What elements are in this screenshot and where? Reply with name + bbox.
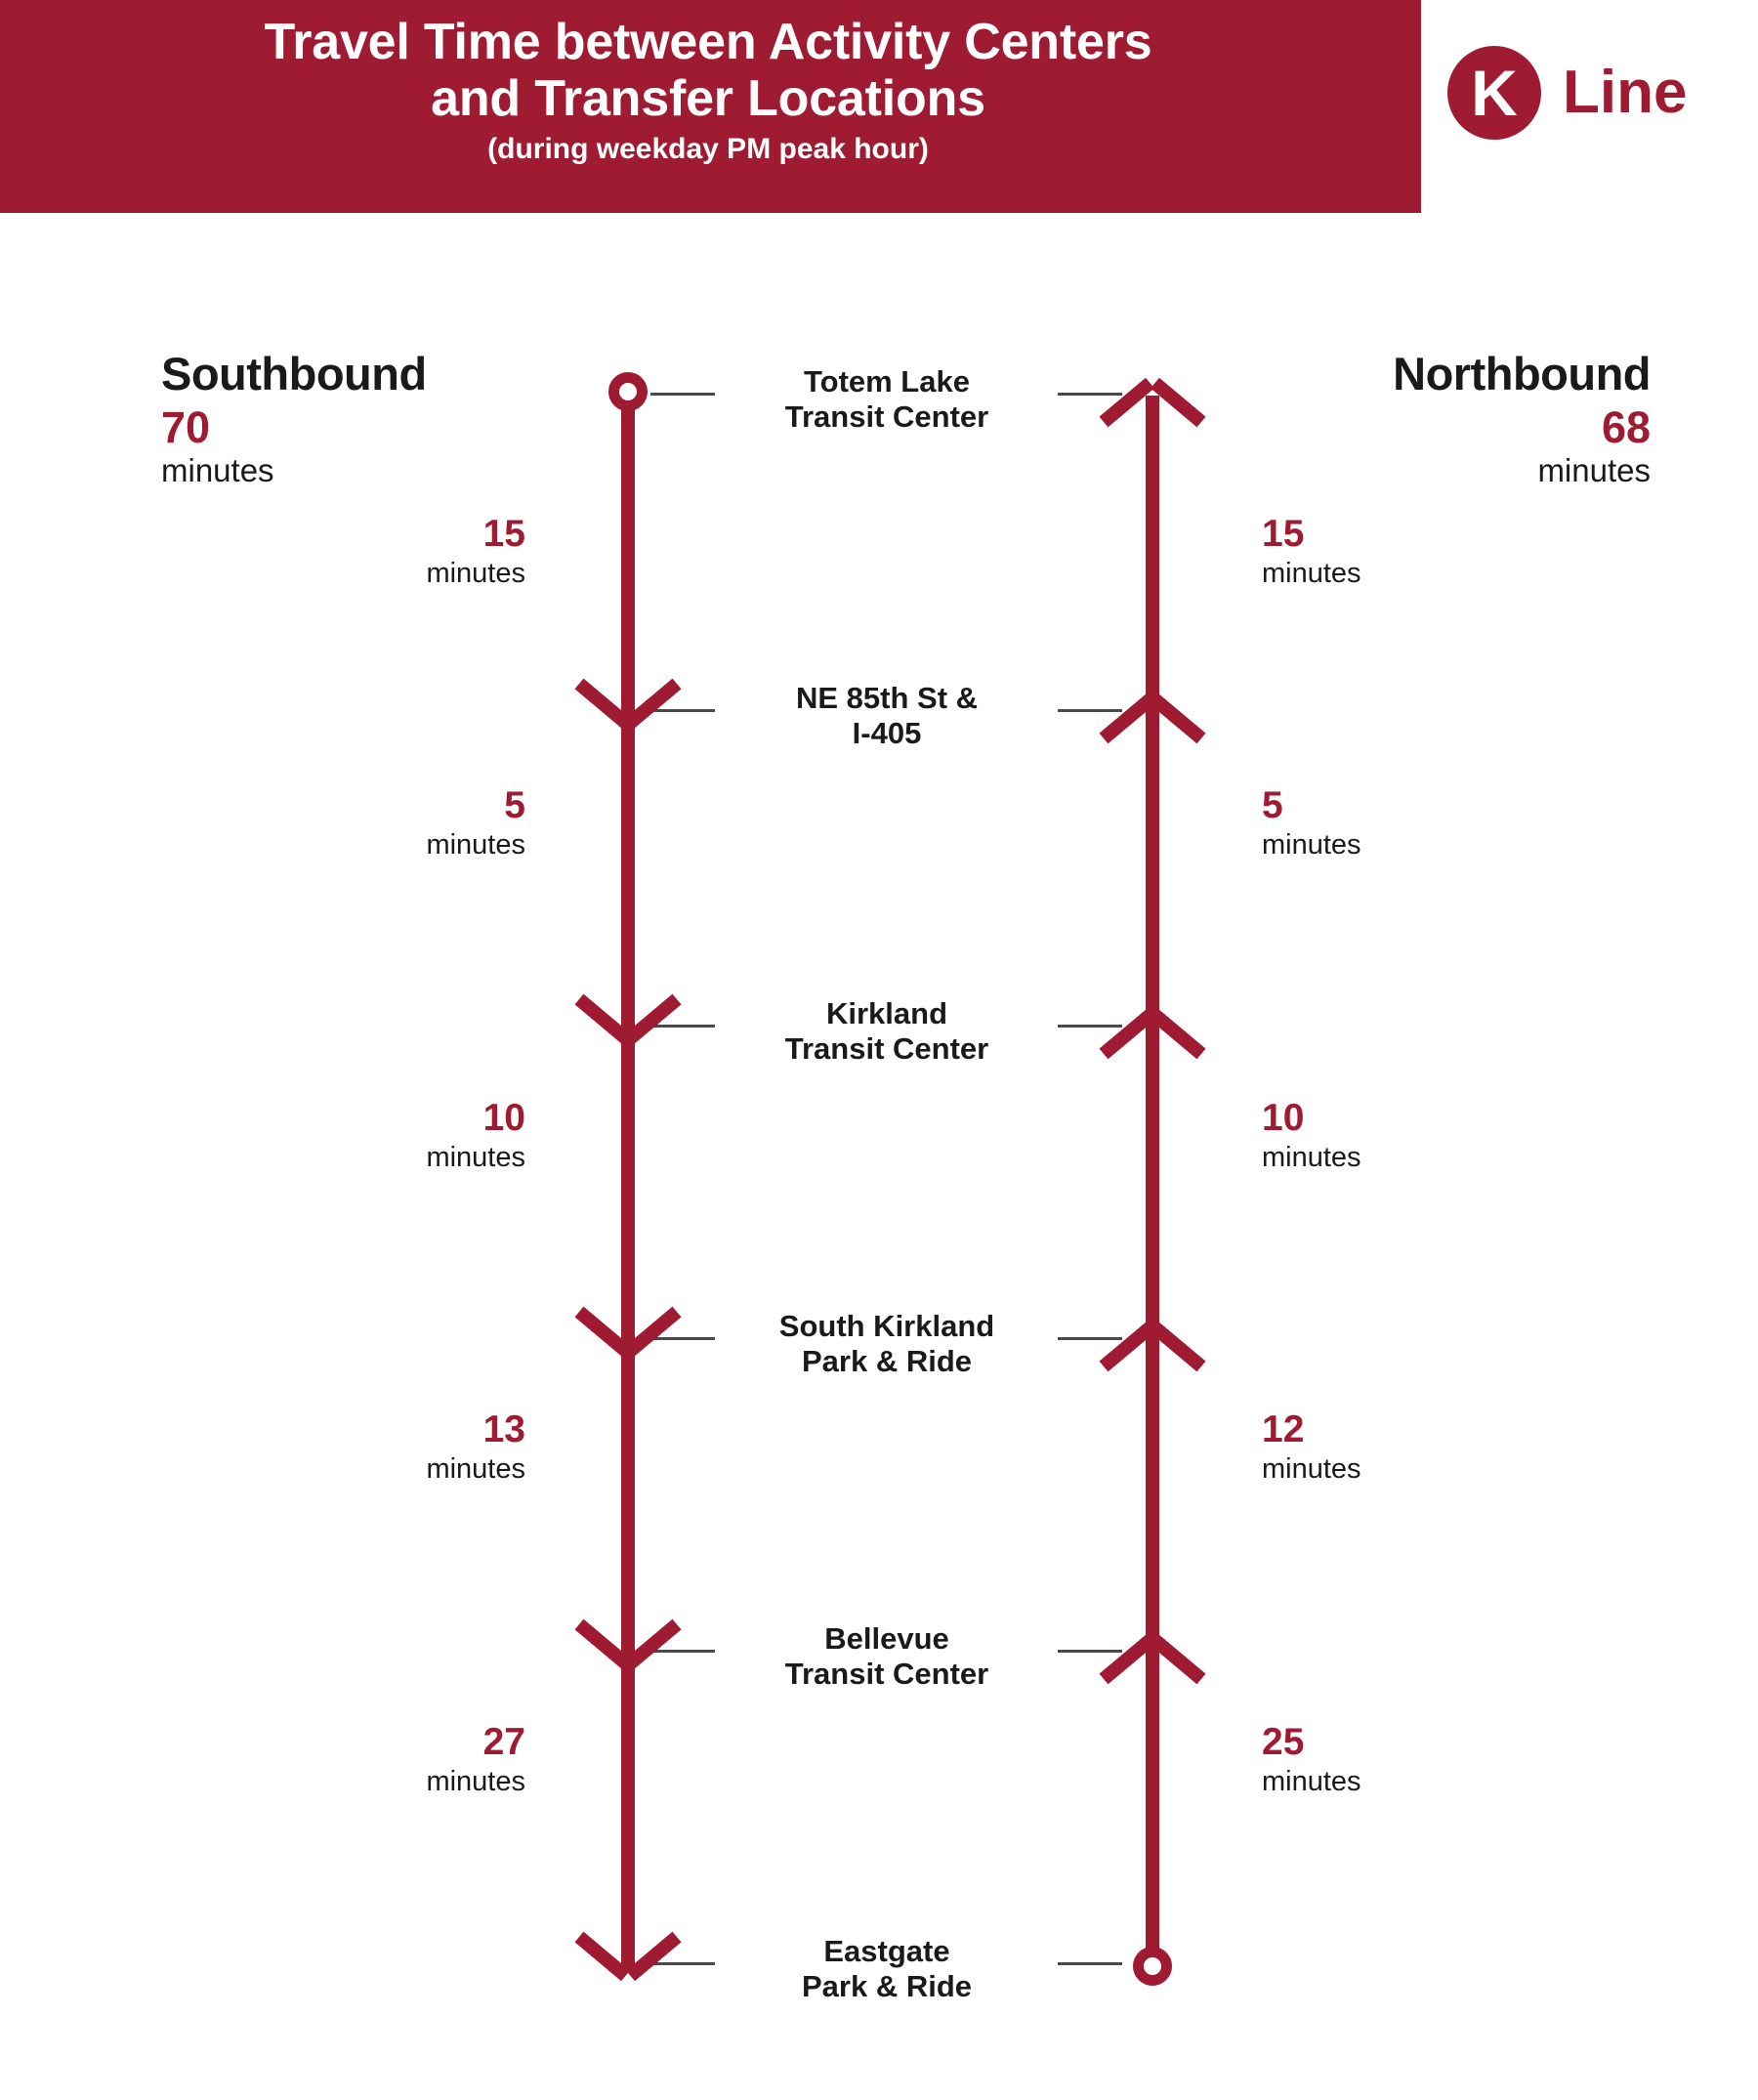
northbound-segment-1: 15 minutes (1262, 515, 1361, 588)
southbound-segment-2: 5 minutes (426, 786, 525, 860)
southbound-segment-3-value: 10 (482, 1097, 525, 1139)
southbound-segment-5-unit: minutes (426, 1766, 525, 1797)
station-tick-left-4 (650, 1337, 715, 1340)
southbound-segment-3: 10 minutes (426, 1099, 525, 1172)
northbound-segment-4-value: 12 (1262, 1408, 1305, 1450)
station-tick-left-6 (650, 1962, 715, 1965)
station-tick-right-6 (1058, 1962, 1122, 1965)
station-label-bellevue-tc: Bellevue Transit Center (784, 1621, 989, 1691)
northbound-arrowhead-4-icon (1106, 1340, 1199, 1393)
northbound-segment-1-value: 15 (1262, 513, 1305, 555)
page-title: Travel Time between Activity Centers and… (264, 14, 1152, 128)
southbound-arrowhead-1-icon (581, 657, 675, 710)
southbound-segment-1-value: 15 (482, 513, 525, 555)
northbound-segment-2-value: 5 (1262, 784, 1283, 826)
southbound-segment-4-unit: minutes (426, 1453, 525, 1485)
southbound-arrowhead-3-icon (581, 1285, 675, 1338)
northbound-segment-5-value: 25 (1262, 1721, 1305, 1763)
southbound-segment-1-unit: minutes (426, 558, 525, 589)
northbound-total-unit: minutes (1537, 452, 1651, 488)
northbound-heading: Northbound (1393, 348, 1651, 399)
header-bar: Travel Time between Activity Centers and… (0, 0, 1421, 213)
station-tick-left-1 (650, 393, 715, 396)
station-label-south-kirkland: South Kirkland Park & Ride (778, 1309, 995, 1378)
station-tick-right-1 (1058, 393, 1122, 396)
station-label-kirkland-tc: Kirkland Transit Center (784, 996, 989, 1066)
northbound-arrowhead-3-icon (1106, 1028, 1199, 1080)
station-label-totem-lake: Totem Lake Transit Center (784, 364, 989, 434)
southbound-segment-1: 15 minutes (426, 515, 525, 588)
northbound-arrowhead-5-icon (1106, 1653, 1199, 1705)
k-line-logo-mark-icon: K (1447, 46, 1541, 140)
k-line-logo: K Line (1447, 39, 1740, 147)
southbound-segment-4: 13 minutes (426, 1410, 525, 1484)
station-tick-right-3 (1058, 1025, 1122, 1028)
southbound-arrowhead-2-icon (581, 973, 675, 1026)
northbound-arrowhead-1-icon (1106, 396, 1199, 448)
header-title-block: Travel Time between Activity Centers and… (59, 14, 1358, 166)
northbound-segment-2: 5 minutes (1262, 786, 1361, 860)
southbound-heading: Southbound (161, 348, 427, 399)
northbound-total-value: 68 (1601, 402, 1651, 452)
station-tick-left-5 (650, 1650, 715, 1653)
k-line-logo-wordmark: Line (1563, 59, 1688, 126)
northbound-segment-1-unit: minutes (1262, 558, 1361, 589)
northbound-segment-5: 25 minutes (1262, 1723, 1361, 1796)
station-tick-right-2 (1058, 709, 1122, 712)
northbound-segment-2-unit: minutes (1262, 829, 1361, 861)
northbound-origin-marker-icon (1133, 1947, 1172, 1986)
southbound-segment-4-value: 13 (482, 1408, 525, 1450)
northbound-segment-5-unit: minutes (1262, 1766, 1361, 1797)
northbound-segment-4: 12 minutes (1262, 1410, 1361, 1484)
southbound-segment-5-value: 27 (482, 1721, 525, 1763)
northbound-segment-4-unit: minutes (1262, 1453, 1361, 1485)
southbound-route-line (621, 394, 635, 1971)
southbound-total-value: 70 (161, 402, 211, 452)
northbound-segment-3-value: 10 (1262, 1097, 1305, 1139)
station-tick-right-4 (1058, 1337, 1122, 1340)
station-tick-right-5 (1058, 1650, 1122, 1653)
southbound-origin-marker-icon (608, 372, 648, 411)
southbound-segment-2-unit: minutes (426, 829, 525, 861)
northbound-segment-3-unit: minutes (1262, 1142, 1361, 1173)
station-label-ne-85th-i405: NE 85th St & I-405 (795, 681, 979, 750)
southbound-segment-3-unit: minutes (426, 1142, 525, 1173)
northbound-route-line (1146, 396, 1159, 1973)
station-tick-left-2 (650, 709, 715, 712)
southbound-arrowhead-4-icon (581, 1598, 675, 1651)
station-tick-left-3 (650, 1025, 715, 1028)
station-label-eastgate: Eastgate Park & Ride (801, 1934, 972, 2003)
southbound-total-unit: minutes (161, 452, 274, 488)
northbound-segment-3: 10 minutes (1262, 1099, 1361, 1172)
southbound-segment-2-value: 5 (504, 784, 525, 826)
page-subtitle: (during weekday PM peak hour) (487, 133, 929, 166)
southbound-arrowhead-5-icon (581, 1911, 675, 1963)
southbound-segment-5: 27 minutes (426, 1723, 525, 1796)
northbound-arrowhead-2-icon (1106, 712, 1199, 765)
